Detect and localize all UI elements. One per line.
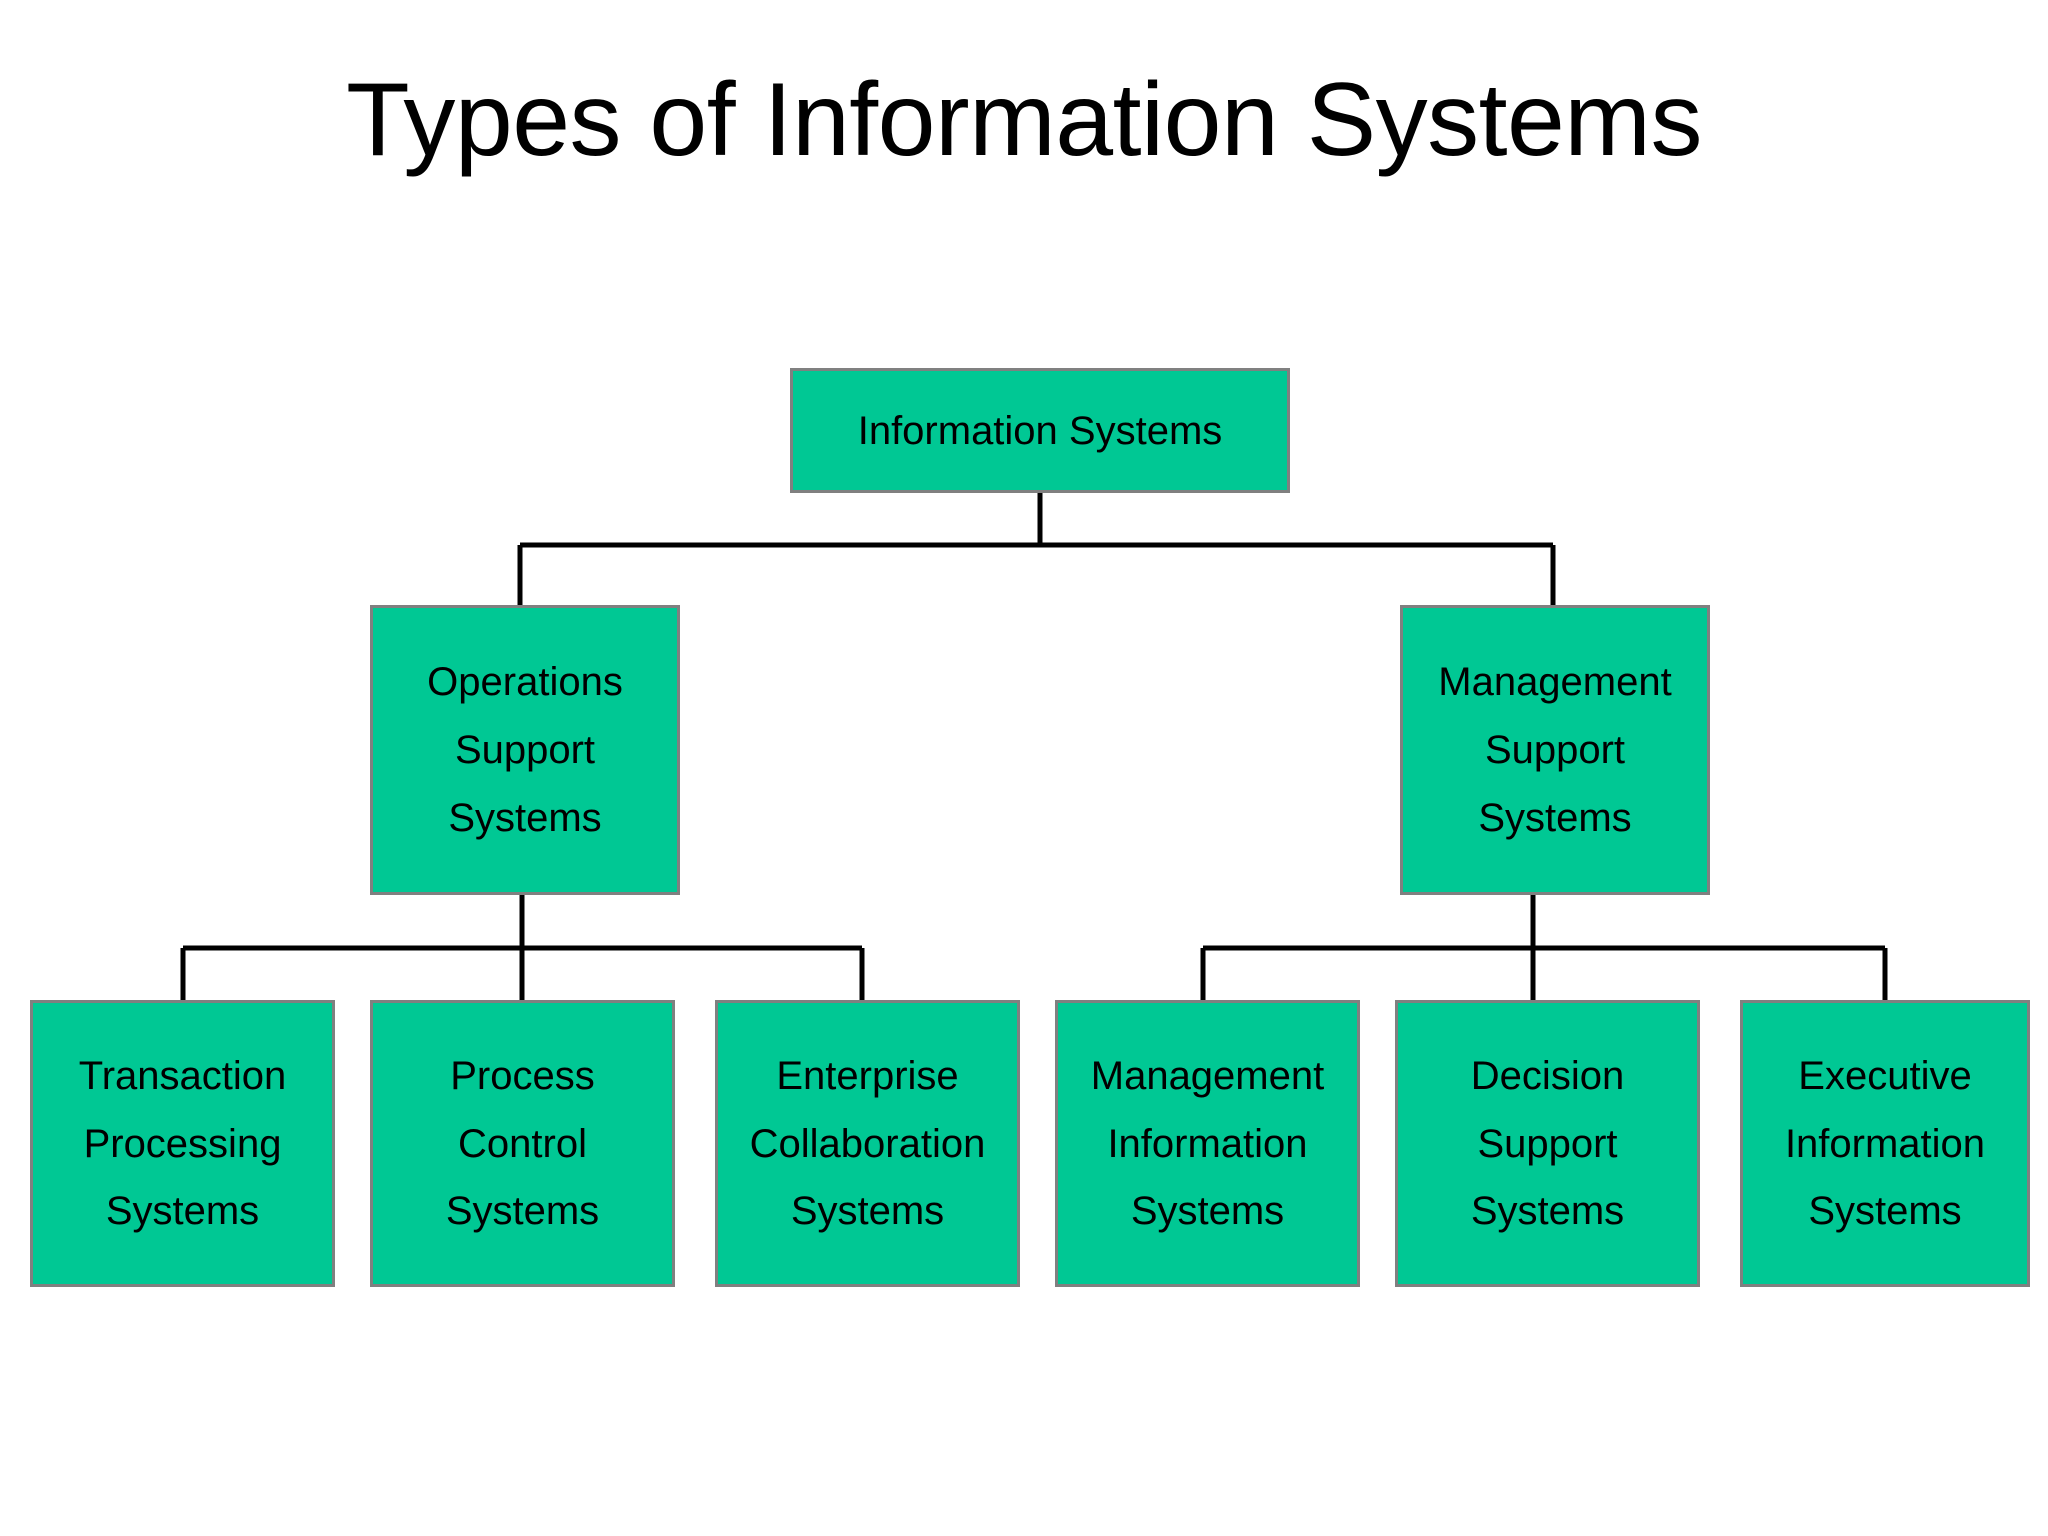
node-label-line: Management — [1438, 660, 1672, 704]
node-label-line: Information — [1107, 1121, 1308, 1166]
node-label-line: Executive — [1798, 1054, 1972, 1099]
node-label-line: Process — [450, 1054, 595, 1099]
node-label-line: Processing — [83, 1121, 282, 1166]
node-enterprise-collaboration-systems[interactable]: Enterprise Collaboration Systems — [715, 1000, 1020, 1287]
node-operations-support-systems[interactable]: Operations Support Systems — [370, 605, 680, 895]
page-title: Types of Information Systems — [346, 62, 1702, 178]
node-label-line: Systems — [448, 796, 602, 840]
node-label-line: Information — [1784, 1121, 1986, 1166]
node-management-support-systems[interactable]: Management Support Systems — [1400, 605, 1710, 895]
node-label-line: Decision — [1470, 1054, 1625, 1099]
node-label-line: Systems — [790, 1188, 945, 1233]
node-label-line: Collaboration — [749, 1121, 986, 1166]
node-label-line: Management — [1090, 1054, 1325, 1099]
node-label-line: Support — [454, 728, 596, 772]
node-label-line: Control — [458, 1121, 587, 1166]
node-label-line: Systems — [1808, 1188, 1962, 1233]
node-label-line: Enterprise — [776, 1054, 959, 1099]
node-management-information-systems[interactable]: Management Information Systems — [1055, 1000, 1360, 1287]
node-label-line: Support — [1484, 728, 1626, 772]
node-label-line: Support — [1477, 1121, 1618, 1166]
node-label-line: Systems — [1470, 1188, 1625, 1233]
node-decision-support-systems[interactable]: Decision Support Systems — [1395, 1000, 1700, 1287]
node-label-line: Systems — [1478, 796, 1632, 840]
node-label-line: Information Systems — [857, 408, 1223, 453]
node-information-systems[interactable]: Information Systems — [790, 368, 1290, 493]
node-executive-information-systems[interactable]: Executive Information Systems — [1740, 1000, 2030, 1287]
node-label-line: Operations — [427, 660, 623, 704]
node-label-line: Systems — [445, 1188, 600, 1233]
node-process-control-systems[interactable]: Process Control Systems — [370, 1000, 675, 1287]
node-label-line: Systems — [105, 1188, 260, 1233]
node-label-line: Transaction — [78, 1054, 287, 1099]
node-label-line: Systems — [1130, 1188, 1285, 1233]
node-transaction-processing-systems[interactable]: Transaction Processing Systems — [30, 1000, 335, 1287]
